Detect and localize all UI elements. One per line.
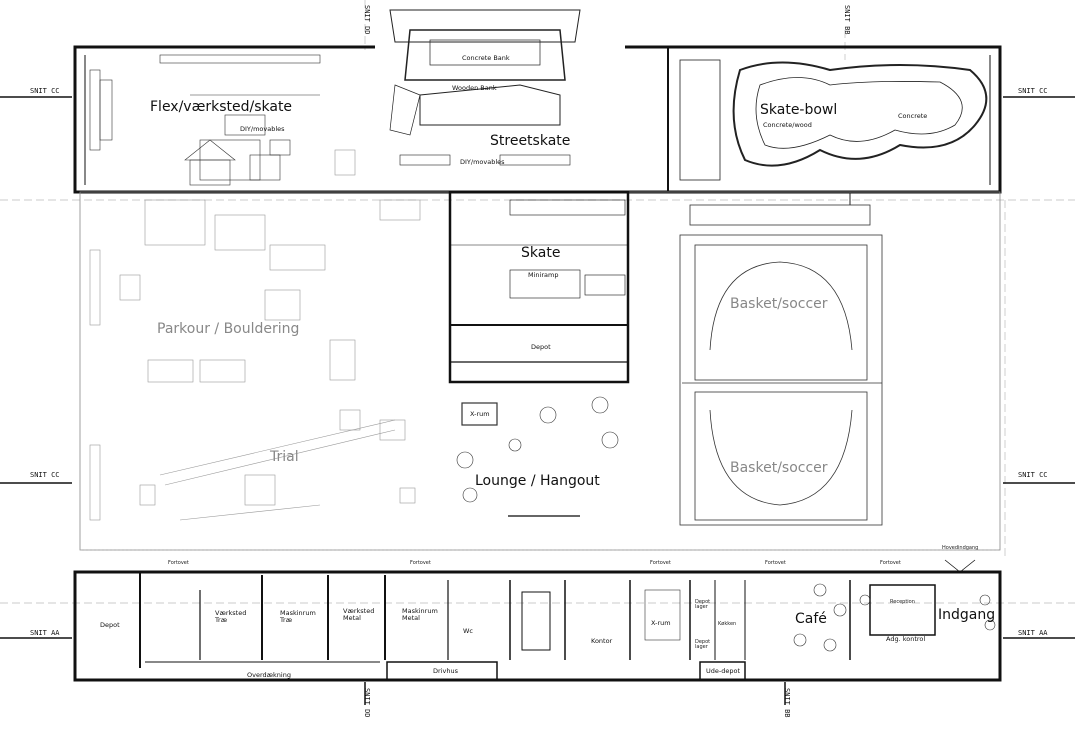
skate-hall xyxy=(448,190,630,384)
section-cc-top-right: SNIT CC xyxy=(1018,87,1048,95)
depot-skate-label: Depot xyxy=(531,343,551,351)
section-bb-bottom: SNIT BB xyxy=(783,688,791,718)
fortovet-label-5: Fortovet xyxy=(880,560,901,566)
concrete-wood-label: Concrete/wood xyxy=(763,121,812,129)
diy-movables-label-2: DIY/movables xyxy=(460,158,505,166)
kontor-label: Kontor xyxy=(591,637,613,645)
wooden-bank-label: Wooden Bank xyxy=(452,84,497,92)
flex-area-furnishings xyxy=(89,54,321,186)
bottom-building-walls xyxy=(73,559,1002,682)
skate-bowl-label: Skate-bowl xyxy=(760,102,838,118)
reception-label: Reception xyxy=(890,599,915,605)
trial-zone-label: Trial xyxy=(270,449,299,465)
fortovet-label-4: Fortovet xyxy=(765,560,786,566)
cafe-furniture xyxy=(644,583,996,652)
section-bb-top: SNIT BB xyxy=(843,5,851,35)
streetskate-label: Streetskate xyxy=(490,133,571,149)
miniramp-label: Miniramp xyxy=(528,271,559,279)
basket-zone-label-2: Basket/soccer xyxy=(730,460,828,476)
section-cc-mid-left: SNIT CC xyxy=(30,471,60,479)
section-dd-top: SNIT DD xyxy=(363,5,371,35)
depot-left-label: Depot xyxy=(100,621,120,629)
diy-movables-label-1: DIY/movables xyxy=(240,125,285,133)
section-aa-left: SNIT AA xyxy=(30,629,60,637)
fortovet-label-3: Fortovet xyxy=(650,560,671,566)
basket-courts xyxy=(679,204,883,526)
section-aa-right: SNIT AA xyxy=(1018,629,1048,637)
parkour-trial-furnishings xyxy=(89,149,421,521)
skate-bowl-area xyxy=(679,59,988,205)
maskinrum-trae-label: Maskinrum Træ xyxy=(280,609,316,624)
overdaekning-label: Overdækning xyxy=(247,671,291,679)
fortovet-label-2: Fortovet xyxy=(410,560,431,566)
section-cc-mid-right: SNIT CC xyxy=(1018,471,1048,479)
flex-zone-label: Flex/værksted/skate xyxy=(150,99,293,115)
top-building-walls xyxy=(73,44,1002,194)
cafe-label: Café xyxy=(795,611,827,627)
streetskate-area xyxy=(389,9,581,166)
section-dd-bottom: SNIT DD xyxy=(363,688,371,718)
parkour-zone-label: Parkour / Bouldering xyxy=(157,321,300,337)
x-rum-lounge-label: X-rum xyxy=(470,410,490,418)
section-lines xyxy=(0,0,1075,604)
section-markers xyxy=(0,96,1075,705)
drivhus-label: Drivhus xyxy=(433,667,458,675)
skate-zone-label: Skate xyxy=(521,245,561,261)
indgang-label: Indgang xyxy=(938,607,996,623)
basket-zone-label-1: Basket/soccer xyxy=(730,296,828,312)
lounge-furniture xyxy=(456,396,619,517)
lounge-zone-label: Lounge / Hangout xyxy=(475,473,600,489)
wc-label: Wc xyxy=(463,627,474,635)
hovedindgang-label: Hovedindgang xyxy=(942,545,979,551)
depot-lager-label-2: Depot lager xyxy=(695,639,711,650)
ude-depot-label: Ude-depot xyxy=(706,667,741,675)
vaerksted-trae-label: Værksted Træ xyxy=(215,609,247,624)
section-cc-top-left: SNIT CC xyxy=(30,87,60,95)
x-rum-label: X-rum xyxy=(651,619,671,627)
maskinrum-metal-label: Maskinrum Metal xyxy=(402,607,438,622)
depot-lager-label-1: Depot lager xyxy=(695,599,711,610)
concrete-label: Concrete xyxy=(898,112,928,120)
vaerksted-metal-label: Værksted Metal xyxy=(343,607,375,622)
concrete-bank-label: Concrete Bank xyxy=(462,54,510,62)
fortovet-label-1: Fortovet xyxy=(168,560,189,566)
adg-kontrol-label: Adg. kontrol xyxy=(886,635,926,643)
kokken-label: Køkken xyxy=(718,621,737,627)
